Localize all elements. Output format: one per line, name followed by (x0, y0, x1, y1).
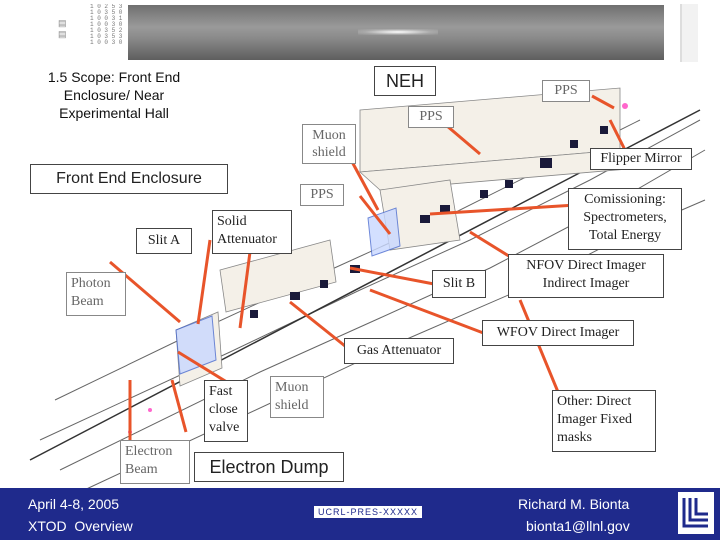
label-other: Other: Direct Imager Fixed masks (552, 390, 656, 452)
page-title: 1.5 Scope: Front End Enclosure/ Near Exp… (28, 68, 200, 122)
llnl-logo-icon (676, 490, 716, 536)
footer-date: April 4-8, 2005 (28, 496, 119, 512)
label-photon-beam: Photon Beam (66, 272, 126, 316)
label-pps-top-right: PPS (542, 80, 590, 102)
label-pps-lower: PPS (300, 184, 344, 206)
label-electron-beam: Electron Beam (120, 440, 190, 484)
label-front-end-enclosure: Front End Enclosure (30, 164, 228, 194)
label-fast-close-valve: Fast close valve (204, 380, 248, 442)
footer-event: XTOD Overview (28, 518, 133, 534)
label-nfov: NFOV Direct Imager Indirect Imager (508, 254, 664, 298)
label-slit-a: Slit A (136, 228, 192, 254)
footer-email: bionta1@llnl.gov (526, 518, 630, 534)
label-electron-dump: Electron Dump (194, 452, 344, 482)
llnl-logo-graphic (678, 492, 714, 534)
label-solid-attenuator: Solid Attenuator (212, 210, 292, 254)
footer-code: UCRL-PRES-XXXXX (314, 506, 422, 518)
label-muon-shield-bottom: Muon shield (270, 376, 324, 418)
label-gas-attenuator: Gas Attenuator (344, 338, 454, 364)
label-muon-shield-top: Muon shield (302, 124, 356, 164)
footer-author: Richard M. Bionta (518, 496, 629, 512)
label-commissioning: Comissioning: Spectrometers, Total Energ… (568, 188, 682, 250)
label-flipper-mirror: Flipper Mirror (590, 148, 692, 170)
label-pps-mid: PPS (408, 106, 454, 128)
label-slit-b: Slit B (432, 270, 486, 298)
label-wfov: WFOV Direct Imager (482, 320, 634, 346)
label-neh: NEH (374, 66, 436, 96)
